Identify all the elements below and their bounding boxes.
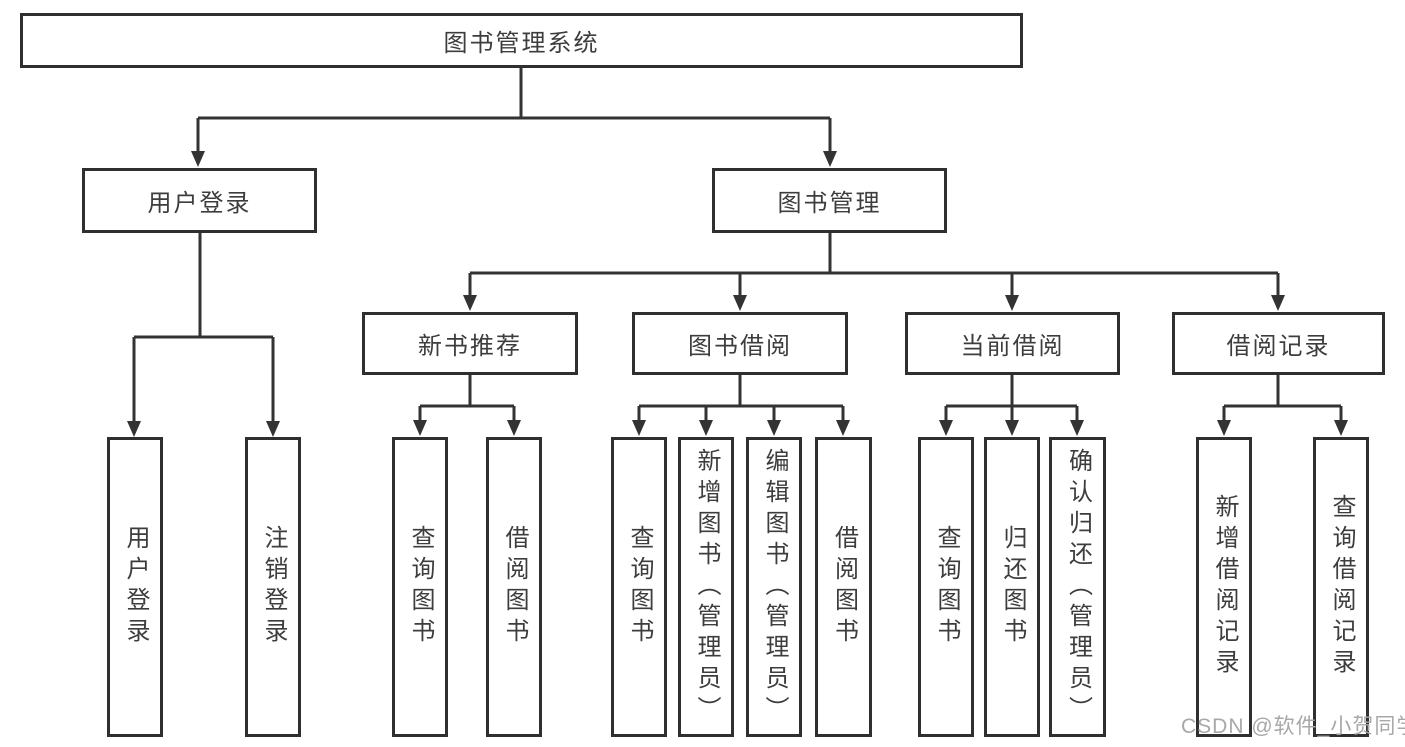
leaf-cb-return-books: 归还图书 (984, 437, 1040, 737)
connector-book-management-branch (468, 233, 1280, 297)
node-new-book-recommend: 新书推荐 (362, 312, 578, 375)
leaf-bb-add-books: 新增图书（管理员） (678, 437, 734, 737)
connector-new-book-recommend-branch (418, 375, 516, 423)
leaf-nbr-query-books: 查询图书 (392, 437, 448, 737)
connector-current-borrowing-branch (944, 375, 1079, 423)
watermark: CSDN @软件_小贺同学 (1181, 715, 1405, 738)
leaf-cb-confirm-return: 确认归还（管理员） (1049, 437, 1106, 737)
leaf-br-add-record: 新增借阅记录 (1196, 437, 1252, 737)
connector-root-branch (196, 68, 832, 153)
connector-book-borrowing-branch (637, 375, 845, 423)
node-book-management: 图书管理 (712, 168, 947, 233)
node-root: 图书管理系统 (20, 13, 1023, 68)
leaf-user-login: 用户登录 (107, 437, 163, 737)
connector-borrowing-records-branch (1222, 375, 1343, 423)
node-borrowing-records: 借阅记录 (1172, 312, 1385, 375)
leaf-bb-query-books: 查询图书 (611, 437, 667, 737)
leaf-cb-query-books: 查询图书 (918, 437, 974, 737)
leaf-logout: 注销登录 (245, 437, 301, 737)
connector-user-login-branch (132, 233, 275, 423)
node-book-borrowing: 图书借阅 (632, 312, 848, 375)
leaf-bb-edit-books: 编辑图书（管理员） (746, 437, 802, 737)
node-current-borrowing: 当前借阅 (905, 312, 1120, 375)
leaf-bb-borrow-books: 借阅图书 (815, 437, 872, 737)
leaf-nbr-borrow-books: 借阅图书 (486, 437, 542, 737)
node-user-login: 用户登录 (82, 168, 317, 233)
leaf-br-query-record: 查询借阅记录 (1313, 437, 1369, 737)
arrowheads (127, 151, 1348, 437)
